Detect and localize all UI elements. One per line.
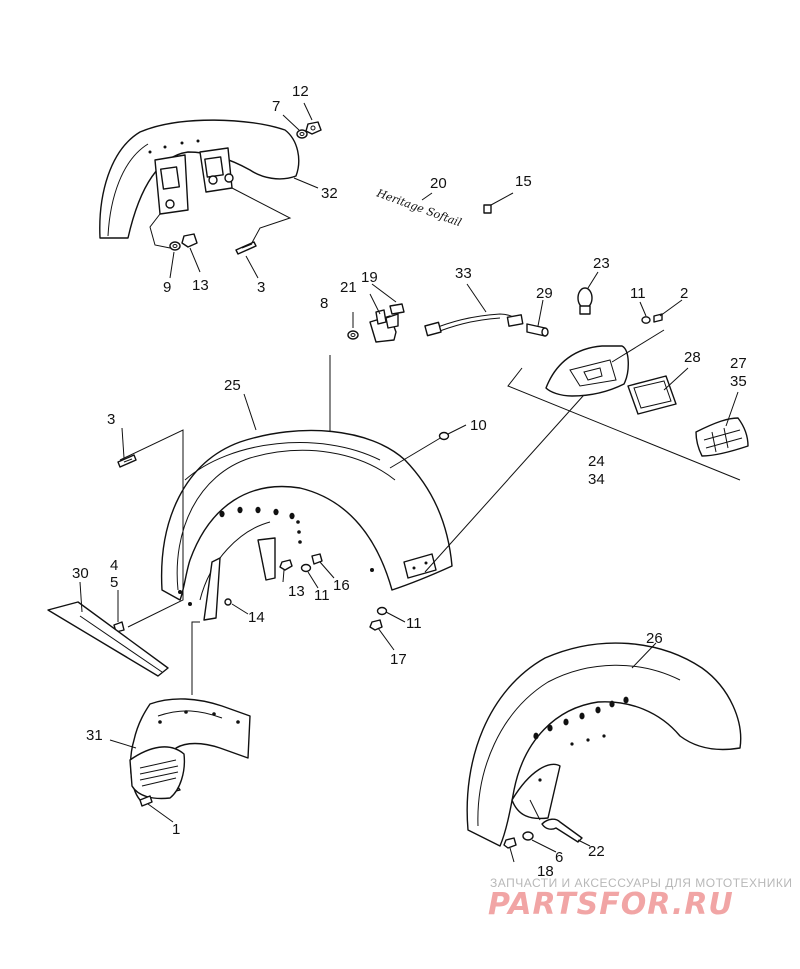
callout-24: 24 [588,453,605,470]
hardware-nut-18 [503,837,517,849]
callout-6: 6 [555,849,563,866]
lens-gasket-28 [627,375,677,415]
callout-23: 23 [593,255,610,272]
callout-14: 14 [248,609,265,626]
callout-2: 2 [680,285,688,302]
callout-19: 19 [361,269,378,286]
hardware-clip-22 [541,818,583,843]
callout-10: 10 [470,417,487,434]
tail-lamp-housing-24 [545,345,629,397]
hardware-nut-16 [311,553,323,565]
callout-18: 18 [537,863,554,880]
watermark-logo: PARTSFOR.RU [488,887,734,922]
callout-16: 16 [333,577,350,594]
callout-30: 30 [72,565,89,582]
screw-11-lamp [641,316,651,324]
callout-8: 8 [320,295,328,312]
callout-13b: 13 [288,583,305,600]
hardware-screw-1 [139,795,153,807]
callout-9: 9 [163,279,171,296]
hardware-screw-19 [389,303,405,315]
hardware-washer-11-mid [300,563,312,573]
callout-11a: 11 [630,285,646,302]
hardware-bolt-3-top [235,241,257,255]
hardware-nut-17 [369,619,383,631]
bulb-23 [577,287,593,315]
rear-fender [160,429,453,621]
hardware-washer-9 [169,241,181,251]
license-bar-30 [47,601,169,677]
callout-1: 1 [172,821,180,838]
callout-35: 35 [730,373,747,390]
hardware-mount-block-21 [369,309,399,343]
hardware-nut-13-top [181,233,198,248]
hardware-washer-10 [438,431,450,441]
watermark-tagline: ЗАПЧАСТИ И АКСЕССУАРЫ ДЛЯ МОТОТЕХНИКИ [490,876,792,890]
tail-lens-27 [695,417,749,457]
hardware-bolt-3-rear [117,454,137,468]
callout-11c: 11 [406,615,422,632]
hardware-washer-7 [296,129,308,139]
front-fender-top [99,119,300,251]
callout-5: 5 [110,574,118,591]
callout-22: 22 [588,843,605,860]
callout-4: 4 [110,557,118,574]
hardware-washer-6 [522,831,534,841]
hardware-washer-11-low [376,606,388,616]
callout-25: 25 [224,377,241,394]
callout-7: 7 [272,98,280,115]
hardware-rivet-14 [224,598,232,606]
hardware-nut-13-mid [279,559,293,571]
callout-29: 29 [536,285,553,302]
callout-12: 12 [292,83,309,100]
emblem-heritage-softail: Heritage Softail [374,186,464,229]
callout-27: 27 [730,355,747,372]
front-fender-bottom [466,642,742,847]
svg-text:Heritage Softail: Heritage Softail [374,186,464,229]
license-bracket-31 [129,698,251,801]
callout-15: 15 [515,173,532,190]
hardware-washer-8 [347,330,359,340]
callout-34: 34 [588,471,605,488]
callout-33: 33 [455,265,472,282]
callout-31: 31 [86,727,103,744]
callout-17: 17 [390,651,407,668]
callout-3b: 3 [107,411,115,428]
callout-20: 20 [430,175,447,192]
wiring-harness-33 [424,313,524,337]
grommet-29 [526,323,549,337]
callout-26: 26 [646,630,663,647]
hardware-pin-15 [483,192,514,214]
callout-11b: 11 [314,587,330,604]
hardware-nut-12 [305,121,322,135]
callout-28: 28 [684,349,701,366]
callout-3a: 3 [257,279,265,296]
callout-21: 21 [340,279,357,296]
callout-32: 32 [321,185,338,202]
callout-13a: 13 [192,277,209,294]
watermark: ЗАПЧАСТИ И АКСЕССУАРЫ ДЛЯ МОТОТЕХНИКИ PA… [488,876,792,922]
